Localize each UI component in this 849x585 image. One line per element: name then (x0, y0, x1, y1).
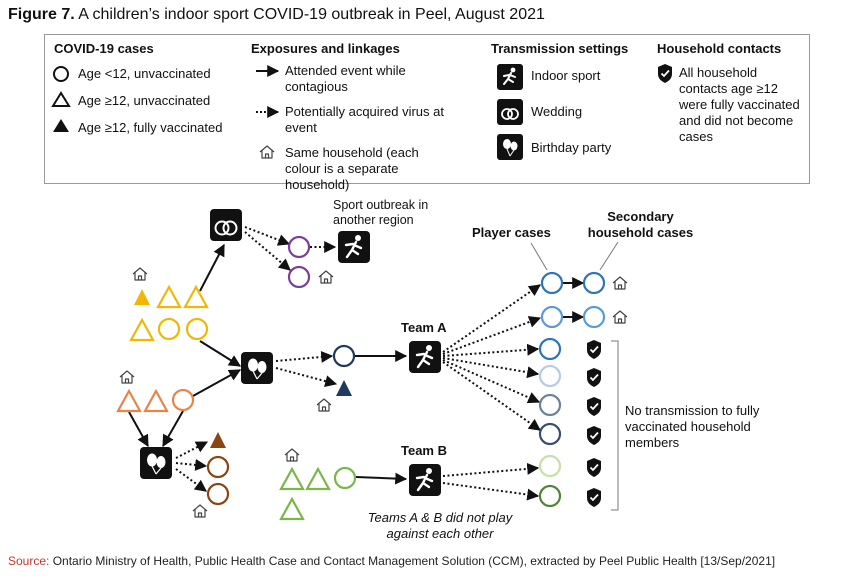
player-cases-pointer (530, 242, 548, 271)
navy-household-cases (332, 344, 356, 396)
birthday-party-icon-2 (140, 447, 172, 479)
team-a-player-cases (538, 271, 606, 446)
team-b-player-cases (538, 454, 562, 508)
legend-settings-heading: Transmission settings (491, 41, 629, 56)
sport-outbreak-note: Sport outbreak in another region (333, 198, 429, 227)
source-text: Ontario Ministry of Health, Public Healt… (52, 554, 776, 568)
legend-attended-event: Attended event while contagious (285, 63, 406, 94)
player-cases-label: Player cases (472, 225, 551, 240)
legend-sport-icon (497, 64, 523, 90)
legend: COVID-19 cases Age <12, unvaccinated Age… (44, 34, 810, 192)
legend-same-household: Same household (each colour is a separat… (285, 145, 419, 192)
secondary-cases-label: Secondary household cases (587, 209, 694, 240)
legend-shield-icon (657, 63, 673, 84)
legend-circle-icon (53, 66, 69, 82)
house-icon-purple (318, 270, 334, 284)
legend-exposures-heading: Exposures and linkages (251, 41, 400, 56)
house-icon-green (284, 448, 300, 462)
indoor-sport-icon-team-a (409, 341, 441, 373)
source-note: Source: Ontario Ministry of Health, Publ… (8, 554, 838, 569)
legend-acquired-virus: Potentially acquired virus at event (285, 104, 444, 135)
figure-title: Figure 7. A children’s indoor sport COVI… (8, 6, 545, 24)
yellow-household-cases (129, 284, 209, 342)
team-a-label: Team A (401, 320, 447, 335)
teams-note: Teams A & B did not play against each ot… (367, 510, 513, 541)
indoor-sport-icon-team-b (409, 464, 441, 496)
team-b-label: Team B (401, 443, 447, 458)
legend-cases-heading: COVID-19 cases (54, 41, 154, 56)
indoor-sport-icon-other-region (338, 231, 370, 263)
legend-household-heading: Household contacts (657, 41, 782, 56)
figure-title-text: A children’s indoor sport COVID-19 outbr… (78, 6, 545, 23)
house-icon-blue-1 (612, 276, 628, 290)
legend-setting-wedding: Wedding (531, 104, 583, 119)
legend-setting-sport: Indoor sport (531, 68, 601, 83)
legend-setting-birthday: Birthday party (531, 140, 612, 155)
legend-case-teen-vax: Age ≥12, fully vaccinated (78, 120, 223, 135)
legend-household-text: All household contacts age ≥12 were full… (679, 65, 800, 144)
purple-household-cases (287, 235, 311, 289)
brown-household-cases (206, 432, 230, 506)
legend-case-teen-unvax: Age ≥12, unvaccinated (78, 93, 211, 108)
figure-number: Figure 7. (8, 6, 75, 23)
house-icon-blue-2 (612, 310, 628, 324)
no-transmission-note: No transmission to fully vaccinated hous… (625, 403, 760, 450)
house-icon-yellow (132, 267, 148, 281)
legend-triangle-filled-icon (53, 119, 69, 132)
legend-triangle-outline-icon (51, 91, 71, 107)
house-icon-brown (192, 504, 208, 518)
green-household-cases (279, 466, 357, 521)
house-icon-orange (119, 370, 135, 384)
source-label: Source: (8, 554, 50, 568)
legend-case-child-unvax: Age <12, unvaccinated (78, 66, 211, 81)
birthday-party-icon-1 (241, 352, 273, 384)
no-transmission-bracket (611, 340, 619, 511)
wedding-icon (210, 209, 242, 241)
legend-wedding-icon (497, 99, 523, 125)
shield-icons-vaccinated-contacts (586, 339, 602, 508)
secondary-cases-pointer (599, 241, 619, 271)
house-icon-navy (316, 398, 332, 412)
legend-birthday-icon (497, 134, 523, 160)
legend-house-icon (259, 145, 275, 159)
orange-household-cases (116, 388, 195, 413)
